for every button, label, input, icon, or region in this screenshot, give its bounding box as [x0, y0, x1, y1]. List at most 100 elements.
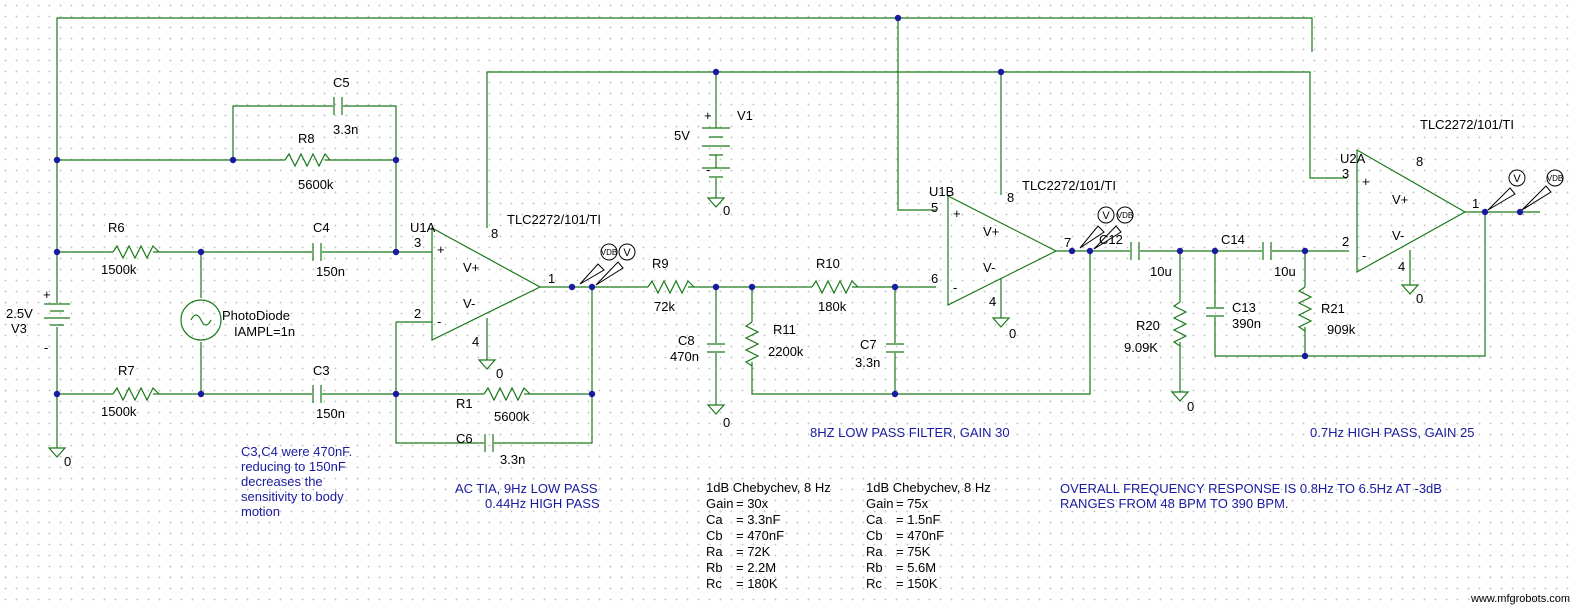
pin-label: -: [953, 280, 957, 295]
pin-label: 7: [1064, 235, 1071, 250]
r20-value: 9.09K: [1124, 340, 1158, 355]
cheby2-val: = 75K: [896, 544, 931, 559]
note-highpass-title: 0.7Hz HIGH PASS, GAIN 25: [1310, 425, 1474, 440]
probe-vdb: VDB: [1117, 211, 1133, 220]
r20-ref: R20: [1136, 318, 1160, 333]
r8-value: 5600k: [298, 177, 334, 192]
cheby1-key: Rc: [706, 576, 722, 591]
cheby1-val: = 72K: [736, 544, 771, 559]
pin-label: 6: [931, 271, 938, 286]
note-c3c4-line: decreases the: [241, 474, 323, 489]
c4-ref: C4: [313, 220, 330, 235]
u2a-part: TLC2272/101/TI: [1420, 117, 1514, 132]
note-lowpass-title: 8HZ LOW PASS FILTER, GAIN 30: [810, 425, 1010, 440]
cheby2-key: Gain: [866, 496, 893, 511]
probe-v: V: [623, 247, 631, 259]
pin-label: V-: [983, 260, 995, 275]
probe-labels: VDB V V VDB V VDB: [601, 173, 1563, 259]
ground-label: 0: [723, 415, 730, 430]
ground-labels: 0 0 0 0 0 0 0: [64, 203, 1423, 469]
r10-ref: R10: [816, 256, 840, 271]
watermark: www.mfgrobots.com: [1470, 593, 1570, 605]
cheby1-key: Rb: [706, 560, 723, 575]
pin-label: 3: [414, 235, 421, 250]
r9-value: 72k: [654, 299, 675, 314]
pin-label: V+: [983, 224, 999, 239]
r1-value: 5600k: [494, 409, 530, 424]
probe-vdb: VDB: [1547, 174, 1563, 183]
ground-label: 0: [1187, 399, 1194, 414]
cheby1-key: Ra: [706, 544, 723, 559]
photodiode-source: [180, 299, 222, 341]
opamp-u2a: [1356, 148, 1467, 274]
u2a-ref: U2A: [1340, 151, 1366, 166]
pin-label: +: [437, 242, 445, 257]
c7-value: 3.3n: [855, 355, 880, 370]
pin-label: 2: [1342, 234, 1349, 249]
r21-ref: R21: [1321, 301, 1345, 316]
pin-label: -: [1362, 248, 1366, 263]
r21-value: 909k: [1327, 322, 1356, 337]
pin-label: 5: [931, 200, 938, 215]
c5-ref: C5: [333, 75, 350, 90]
cheby2-key: Rc: [866, 576, 882, 591]
pin-label: 4: [989, 294, 996, 309]
cheby2-val: = 150K: [896, 576, 938, 591]
opamp-u1a: [431, 226, 542, 341]
pin-label: 8: [1007, 190, 1014, 205]
ground-label: 0: [496, 366, 503, 381]
v3-value: 2.5V: [6, 306, 33, 321]
cheby1-key: Cb: [706, 528, 723, 543]
pin-label: 8: [491, 226, 498, 241]
cheby1-val: = 2.2M: [736, 560, 776, 575]
c4-value: 150n: [316, 264, 345, 279]
probe-v: V: [1102, 210, 1110, 222]
ground-label: 0: [1416, 291, 1423, 306]
cheby1-key: Gain: [706, 496, 733, 511]
pin-label: 2: [414, 306, 421, 321]
cheby2-title: 1dB Chebychev, 8 Hz: [866, 480, 991, 495]
probe-v: V: [1513, 173, 1521, 185]
opamp-u1b: [947, 195, 1058, 306]
v1-value: 5V: [674, 128, 690, 143]
v3-ref: V3: [11, 321, 27, 336]
r6-ref: R6: [108, 220, 125, 235]
note-c3c4-line: motion: [241, 504, 280, 519]
pin-label: -: [706, 162, 710, 177]
u1b-ref: U1B: [929, 184, 954, 199]
pin-label: V-: [1392, 228, 1404, 243]
cheby1-key: Ca: [706, 512, 723, 527]
note-c3c4-line: C3,C4 were 470nF.: [241, 444, 352, 459]
cheby2-val: = 1.5nF: [896, 512, 941, 527]
pin-label: V+: [1392, 192, 1408, 207]
cheby2-key: Ca: [866, 512, 883, 527]
cheby1-val: = 30x: [736, 496, 769, 511]
r6-value: 1500k: [101, 262, 137, 277]
cheby2-key: Ra: [866, 544, 883, 559]
ground-label: 0: [723, 203, 730, 218]
c6-value: 3.3n: [500, 452, 525, 467]
r7-ref: R7: [118, 363, 135, 378]
pin-label: 4: [1398, 259, 1405, 274]
pin-label: 1: [1472, 196, 1479, 211]
cheby1-val: = 180K: [736, 576, 778, 591]
r7-value: 1500k: [101, 404, 137, 419]
r10-value: 180k: [818, 299, 847, 314]
ground-symbols: [47, 197, 1420, 458]
pin-label: +: [953, 206, 961, 221]
note-overall-line: OVERALL FREQUENCY RESPONSE IS 0.8Hz TO 6…: [1060, 481, 1442, 496]
v1-ref: V1: [737, 108, 753, 123]
c8-value: 470n: [670, 349, 699, 364]
pin-labels: 3 2 8 4 1 + - V+ V- 5 6 8 4 7 + - V+ V- …: [43, 108, 1479, 355]
pin-label: V+: [463, 260, 479, 275]
c13-value: 390n: [1232, 316, 1261, 331]
cheby1-val: = 470nF: [736, 528, 784, 543]
u1b-part: TLC2272/101/TI: [1022, 178, 1116, 193]
note-tia-line: 0.44Hz HIGH PASS: [485, 496, 600, 511]
cheby2-key: Cb: [866, 528, 883, 543]
cheby2-val: = 5.6M: [896, 560, 936, 575]
capacitor-symbols: [312, 97, 1272, 452]
r1-ref: R1: [456, 396, 473, 411]
